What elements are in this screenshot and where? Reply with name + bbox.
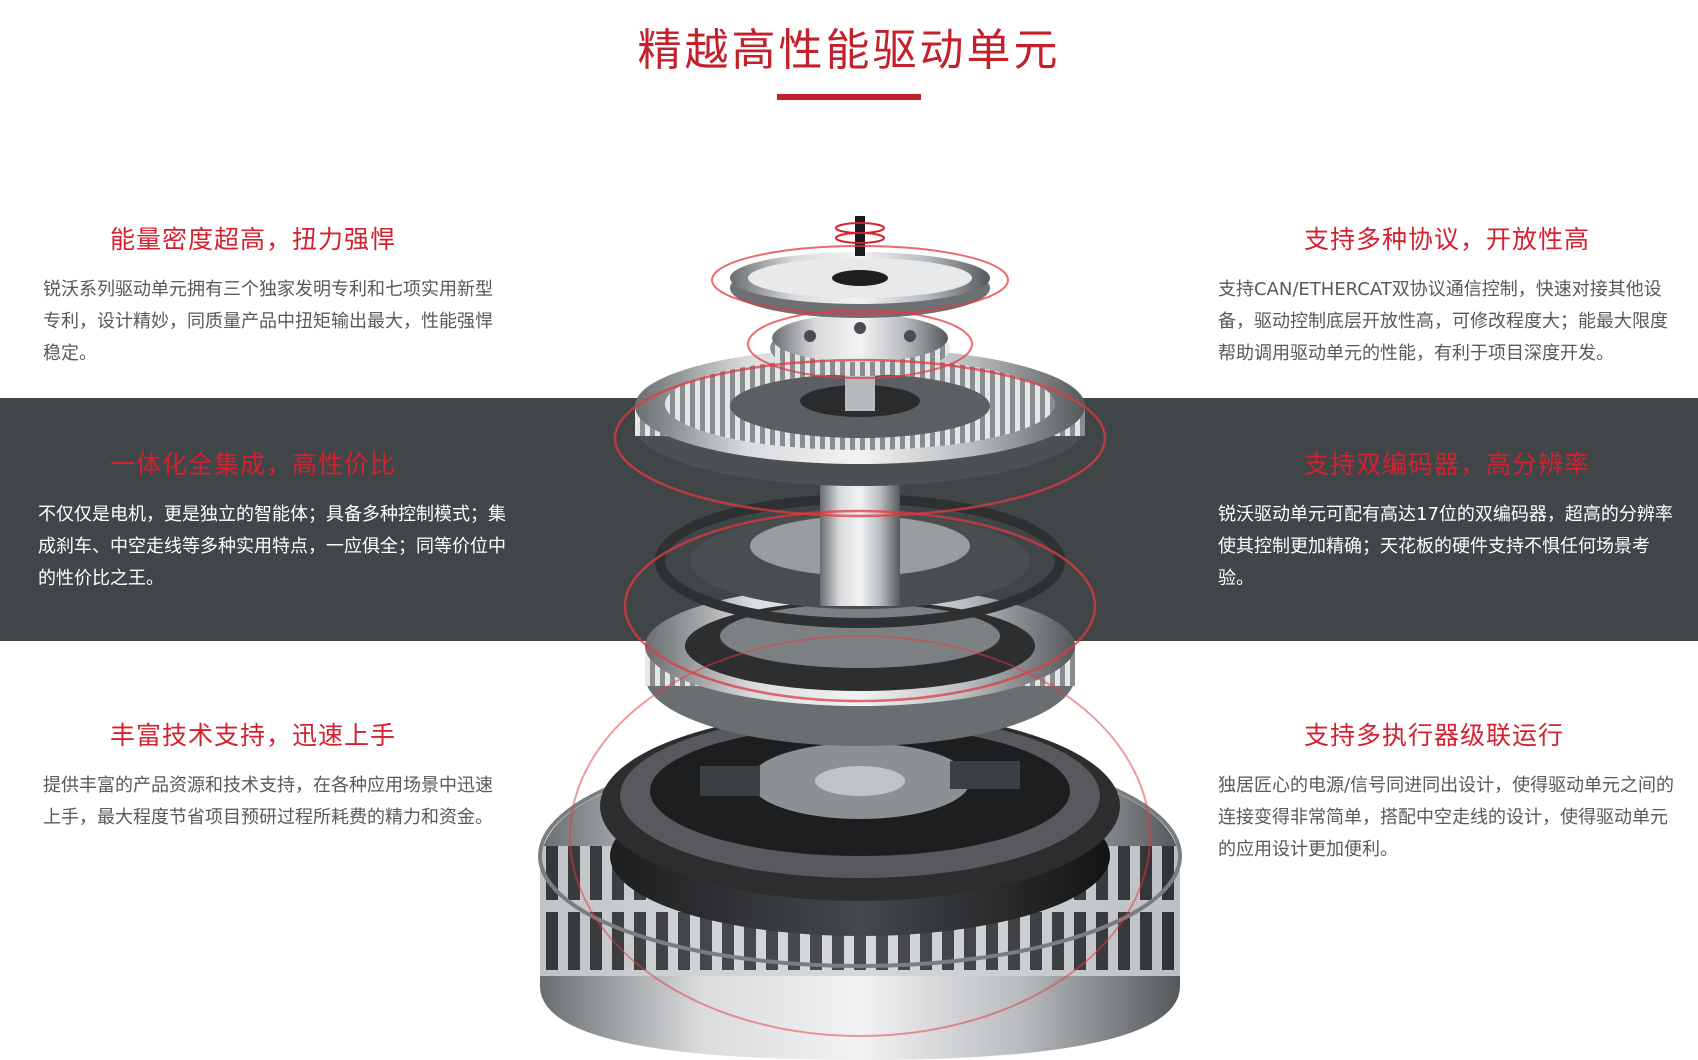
- feature-tech-support: 丰富技术支持，迅速上手 提供丰富的产品资源和技术支持，在各种应用场景中迅速上手，…: [43, 716, 503, 834]
- feature-energy-density: 能量密度超高，扭力强悍 锐沃系列驱动单元拥有三个独家发明专利和七项实用新型专利，…: [43, 220, 503, 370]
- feature-cascade: 支持多执行器级联运行 独居匠心的电源/信号同进同出设计，使得驱动单元之间的连接变…: [1218, 716, 1683, 866]
- feature-text: 锐沃系列驱动单元拥有三个独家发明专利和七项实用新型专利，设计精妙，同质量产品中扭…: [43, 279, 493, 364]
- exploded-actuator-illustration: [538, 216, 1182, 1060]
- feature-text: 锐沃驱动单元可配有高达17位的双编码器，超高的分辨率使其控制更加精确；天花板的硬…: [1218, 504, 1673, 589]
- feature-title: 支持多执行器级联运行: [1304, 721, 1565, 750]
- feature-text: 支持CAN/ETHERCAT双协议通信控制，快速对接其他设备，驱动控制底层开放性…: [1218, 279, 1668, 364]
- feature-text: 不仅仅是电机，更是独立的智能体；具备多种控制模式；集成刹车、中空走线等多种实用特…: [38, 504, 506, 589]
- pcb-layer: [600, 711, 1120, 901]
- feature-title: 支持多种协议，开放性高: [1304, 225, 1591, 254]
- feature-title: 一体化全集成，高性价比: [110, 450, 397, 479]
- feature-text: 独居匠心的电源/信号同进同出设计，使得驱动单元之间的连接变得非常简单，搭配中空走…: [1218, 775, 1675, 860]
- output-flange: [730, 252, 990, 318]
- red-halos: [569, 245, 1151, 1037]
- page-title: 精越高性能驱动单元: [637, 25, 1061, 76]
- planet-gear: [770, 314, 950, 376]
- feature-title: 丰富技术支持，迅速上手: [110, 721, 397, 750]
- top-shaft-pin: [835, 216, 885, 256]
- ring-gear: [635, 348, 1085, 486]
- feature-title: 能量密度超高，扭力强悍: [110, 225, 397, 254]
- feature-integration: 一体化全集成，高性价比 不仅仅是电机，更是独立的智能体；具备多种控制模式；集成刹…: [38, 445, 508, 595]
- feature-dual-encoder: 支持双编码器，高分辨率 锐沃驱动单元可配有高达17位的双编码器，超高的分辨率使其…: [1218, 445, 1683, 595]
- title-underline: [777, 94, 921, 100]
- feature-protocols: 支持多种协议，开放性高 支持CAN/ETHERCAT双协议通信控制，快速对接其他…: [1218, 220, 1683, 370]
- feature-title: 支持双编码器，高分辨率: [1304, 450, 1591, 479]
- feature-text: 提供丰富的产品资源和技术支持，在各种应用场景中迅速上手，最大程度节省项目预研过程…: [43, 775, 493, 828]
